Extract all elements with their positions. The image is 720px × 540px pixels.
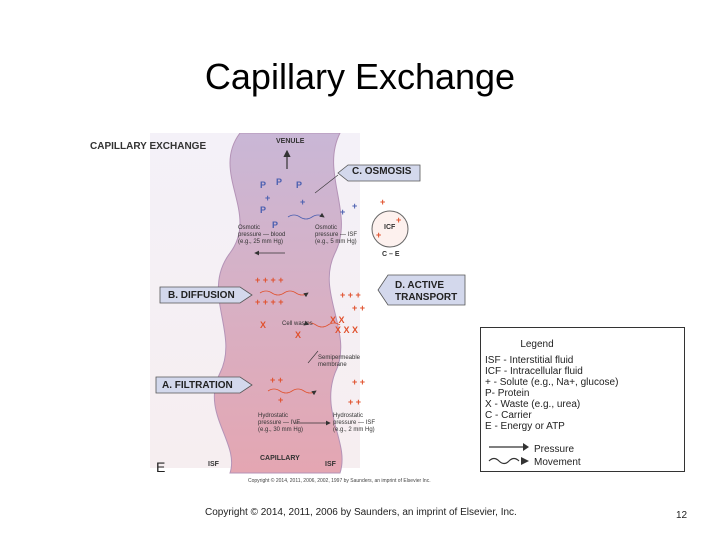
legend-item: P- Protein (485, 388, 530, 399)
legend-item: C - Carrier (485, 410, 532, 421)
filtration-wave (267, 388, 317, 396)
icf-label: ICF (384, 224, 396, 231)
protein-marker: P (296, 180, 302, 190)
legend-title: Legend (520, 339, 554, 350)
carrier-label: C – E (382, 251, 400, 258)
slide-footer: Copyright © 2014, 2011, 2006 by Saunders… (205, 507, 517, 518)
osmotic-pressure-blood: Osmotic pressure — blood (e.g., 25 mm Hg… (238, 225, 286, 245)
solute-marker: + (278, 395, 283, 405)
legend-arrows (488, 443, 529, 465)
isf-left-label: ISF (208, 461, 219, 468)
solute-marker: + + (270, 375, 283, 385)
active-transport-label: D. ACTIVE TRANSPORT (395, 280, 457, 304)
protein-marker: P (260, 180, 266, 190)
solute-marker: + (376, 230, 381, 240)
waste-marker: X X X (335, 325, 358, 335)
waste-wave (303, 320, 341, 328)
waste-marker: X (260, 320, 266, 330)
legend-item: + - Solute (e.g., Na+, glucose) (485, 377, 619, 388)
legend: Legend ISF - Interstitial fluid ICF - In… (480, 327, 685, 472)
solute-marker: + (265, 193, 270, 203)
protein-marker: P (272, 220, 278, 230)
solute-marker: + + + + (255, 297, 284, 307)
figure-credit: Copyright © 2014, 2011, 2006, 2002, 1997… (248, 478, 431, 484)
solute-marker: + (380, 197, 385, 207)
active-transport-line1: D. ACTIVE (395, 280, 445, 291)
movement-arrow-icon (488, 457, 520, 465)
solute-marker: + (352, 201, 357, 211)
slide-title: Capillary Exchange (204, 56, 516, 97)
legend-item: ISF - Interstitial fluid (485, 355, 574, 366)
solute-marker: + + (352, 303, 365, 313)
protein-marker: P (276, 177, 282, 187)
filtration-label: A. FILTRATION (162, 380, 233, 391)
waste-marker: X X (330, 315, 345, 325)
osmosis-wave (287, 212, 325, 220)
figure-header: CAPILLARY EXCHANGE (90, 141, 207, 152)
active-transport-box (377, 274, 466, 306)
panel-letter: E (156, 459, 166, 475)
protein-marker: P (260, 205, 266, 215)
legend-item: ICF - Intracellular fluid (485, 366, 583, 377)
icf-cell (371, 210, 409, 248)
filtration-box (155, 376, 253, 394)
legend-item: E - Energy or ATP (485, 421, 565, 432)
diffusion-label: B. DIFFUSION (168, 290, 235, 301)
osmotic-pressure-isf: Osmotic pressure — ISF (e.g., 5 mm Hg) (315, 225, 358, 245)
solute-marker: + + (348, 397, 361, 407)
waste-marker: X (295, 330, 301, 340)
legend-pressure: Pressure (534, 444, 575, 455)
membrane-line (307, 350, 319, 364)
legend-list: ISF - Interstitial fluid ICF - Intracell… (485, 355, 618, 432)
semipermeable-membrane-label: Semipermeable membrane (318, 355, 361, 368)
legend-item: X - Waste (e.g., urea) (485, 399, 581, 410)
hydrostatic-pressure-ivf: Hydrostatic pressure — IVF (e.g., 30 mm … (258, 413, 304, 433)
osmosis-leader (314, 174, 339, 194)
capillary-diagram: P P P P P + + + + + + + + + + + + + + + … (150, 133, 466, 474)
osmosis-label: C. OSMOSIS (352, 166, 412, 177)
osmosis-box (337, 164, 421, 182)
venule-label: VENULE (276, 138, 305, 145)
solute-marker: + + + (340, 290, 361, 300)
solute-marker: + (340, 207, 345, 217)
solute-marker: + + (352, 377, 365, 387)
diffusion-box (159, 286, 253, 304)
solute-marker: + + + + (255, 275, 284, 285)
capillary-label: CAPILLARY (260, 455, 300, 462)
cell-wastes-label: Cell wastes (282, 321, 313, 327)
hydrostatic-pressure-isf: Hydrostatic pressure — ISF (e.g., 2 mm H… (333, 413, 376, 433)
page-number: 12 (676, 510, 688, 521)
isf-right-label: ISF (325, 461, 336, 468)
active-transport-line2: TRANSPORT (395, 292, 458, 303)
solute-marker: + (396, 215, 401, 225)
capillary-exchange-figure: P P P P P + + + + + + + + + + + + + + + … (90, 133, 505, 485)
legend-movement: Movement (534, 457, 581, 468)
diffusion-wave (259, 290, 309, 298)
solute-marker: + (300, 197, 305, 207)
